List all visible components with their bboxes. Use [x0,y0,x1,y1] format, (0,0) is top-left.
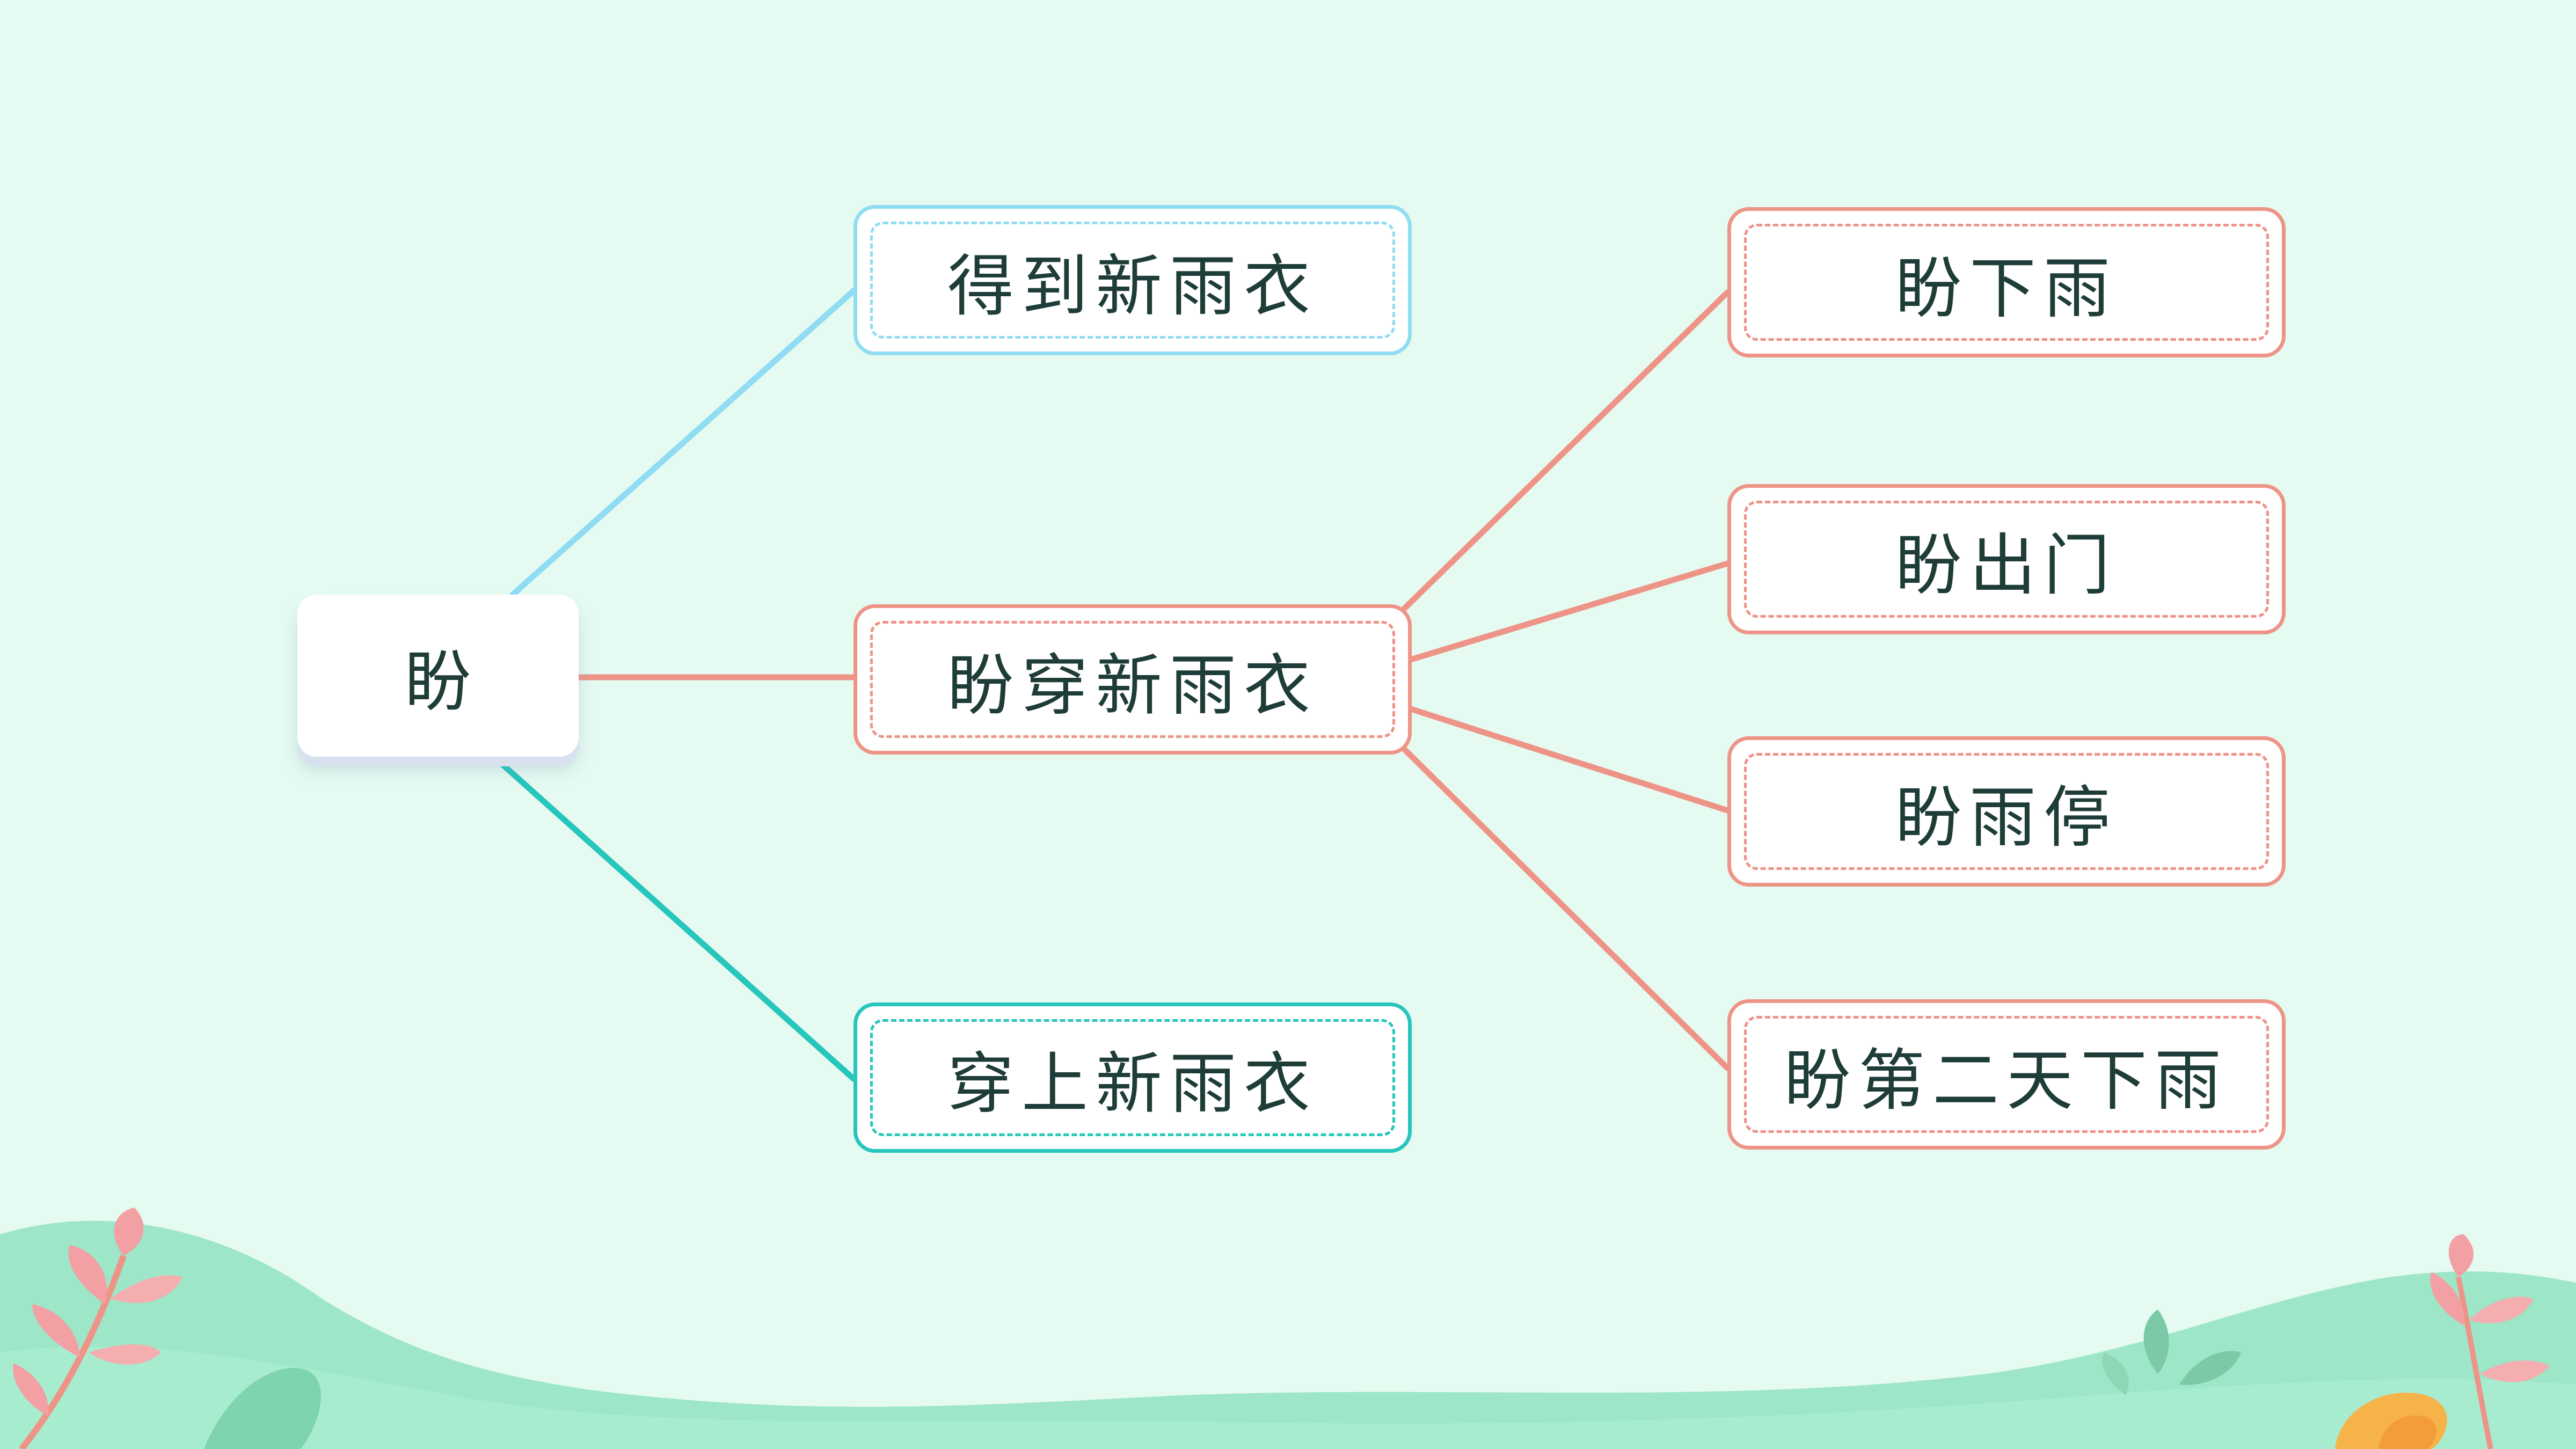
connector-root-bottom [491,753,857,1082]
sub-node-4: 盼第二天下雨 [1727,999,2286,1150]
sub-node-1-label: 盼下雨 [1895,250,2118,327]
sub-node-1-dashed-border [1744,224,2269,341]
bottom-hills-decoration [0,1220,2576,1449]
branch-node-middle-dashed-border [870,621,1395,738]
branch-node-bottom-dashed-border [870,1019,1395,1136]
sub-node-4-dashed-border [1744,1016,2269,1133]
sub-node-2-label: 盼出门 [1895,527,2118,604]
branch-node-middle-label: 盼穿新雨衣 [947,647,1318,724]
root-node-label: 盼 [404,643,471,721]
sub-node-2: 盼出门 [1727,484,2286,634]
sub-node-3: 盼雨停 [1727,736,2286,887]
sub-node-3-dashed-border [1744,753,2269,870]
branch-node-bottom: 穿上新雨衣 [853,1002,1412,1153]
right-leaf-decoration [2102,1234,2550,1449]
connector-middle-sub1 [1398,289,1731,615]
connector-middle-sub2 [1406,560,1731,663]
branch-node-bottom-label: 穿上新雨衣 [947,1045,1318,1123]
connector-root-top [509,288,857,598]
branch-node-top: 得到新雨衣 [853,205,1412,355]
left-leaf-decoration [13,1208,183,1449]
branch-node-top-label: 得到新雨衣 [947,248,1318,325]
connector-middle-sub4 [1398,743,1731,1071]
branch-node-top-dashed-border [870,222,1395,339]
sub-node-1: 盼下雨 [1727,207,2286,357]
sub-node-2-dashed-border [1744,501,2269,618]
sub-node-3-label: 盼雨停 [1895,779,2118,857]
sub-node-4-label: 盼第二天下雨 [1784,1042,2229,1119]
branch-node-middle: 盼穿新雨衣 [853,604,1412,755]
root-node: 盼 [297,595,579,757]
connector-middle-sub3 [1406,705,1731,814]
